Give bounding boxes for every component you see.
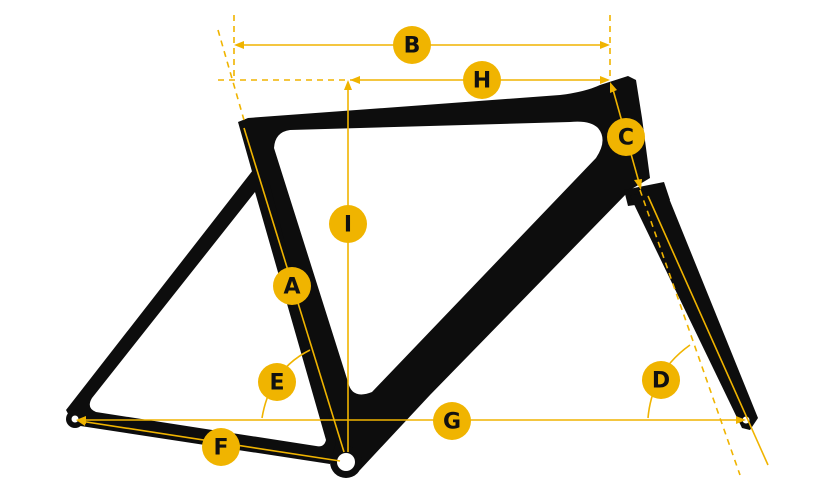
seat-tube-extension bbox=[217, 29, 245, 121]
c-top-arrow bbox=[610, 82, 617, 93]
g-right-arrow bbox=[736, 416, 746, 424]
label-e: E bbox=[258, 363, 296, 401]
label-f: F bbox=[202, 428, 240, 466]
bottom-bracket-hole bbox=[337, 453, 355, 471]
label-g-text: G bbox=[443, 410, 461, 435]
label-f-text: F bbox=[213, 436, 228, 461]
c-bottom-arrow bbox=[634, 179, 642, 190]
rear-axle-hole bbox=[71, 415, 79, 423]
h-left-arrow bbox=[350, 76, 360, 84]
bike-frame bbox=[66, 76, 758, 478]
label-c-text: C bbox=[618, 126, 634, 151]
label-h: H bbox=[463, 61, 501, 99]
label-b-text: B bbox=[404, 34, 421, 59]
dimension-labels: B H C I A E D G bbox=[202, 26, 680, 466]
label-c: C bbox=[607, 118, 645, 156]
b-left-arrow bbox=[234, 41, 244, 49]
label-g: G bbox=[433, 402, 471, 440]
label-d: D bbox=[642, 361, 680, 399]
label-h-text: H bbox=[473, 69, 491, 94]
label-a-text: A bbox=[283, 275, 300, 300]
main-triangle-opening bbox=[274, 121, 603, 395]
i-top-arrow bbox=[344, 80, 352, 90]
label-d-text: D bbox=[652, 369, 670, 394]
fork-axis-line bbox=[647, 195, 769, 466]
h-right-arrow bbox=[600, 76, 610, 84]
label-b: B bbox=[393, 26, 431, 64]
label-a: A bbox=[273, 267, 311, 305]
b-right-arrow bbox=[600, 41, 610, 49]
steering-axis-line bbox=[639, 189, 741, 476]
label-e-text: E bbox=[269, 371, 284, 396]
f-left-arrow bbox=[76, 418, 86, 426]
label-i-text: I bbox=[344, 213, 352, 238]
label-i: I bbox=[329, 205, 367, 243]
